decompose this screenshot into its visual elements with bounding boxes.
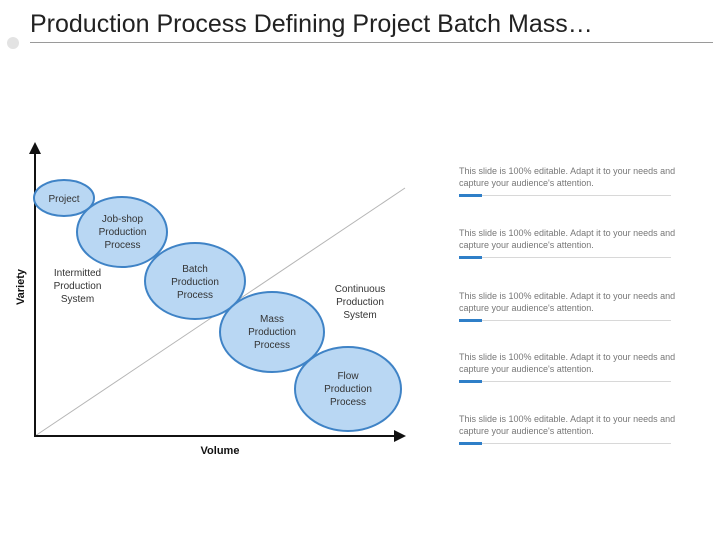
decorative-dot [7, 37, 19, 49]
side-note-accent [459, 380, 482, 383]
batch-circle [144, 242, 246, 320]
job-shop-circle [76, 196, 168, 268]
side-note-accent [459, 194, 482, 197]
side-note-3: This slide is 100% editable. Adapt it to… [459, 290, 704, 322]
side-note-5: This slide is 100% editable. Adapt it to… [459, 413, 704, 445]
flow-circle [294, 346, 402, 432]
side-note-divider [459, 256, 671, 259]
page-title: Production Process Defining Project Batc… [30, 10, 593, 38]
y-axis-label: Variety [15, 268, 27, 306]
y-axis-arrowhead [29, 142, 41, 154]
side-note-divider [459, 194, 671, 197]
side-note-text: This slide is 100% editable. Adapt it to… [459, 414, 676, 436]
circle-label-project: Project [48, 194, 80, 205]
side-note-divider [459, 442, 671, 445]
side-note-text: This slide is 100% editable. Adapt it to… [459, 352, 676, 374]
side-note-text: This slide is 100% editable. Adapt it to… [459, 166, 676, 188]
side-note-2: This slide is 100% editable. Adapt it to… [459, 227, 704, 259]
side-note-accent [459, 442, 482, 445]
side-note-divider [459, 319, 671, 322]
title-divider [30, 42, 713, 43]
x-axis-label: Volume [200, 445, 240, 457]
side-note-1: This slide is 100% editable. Adapt it to… [459, 165, 704, 197]
x-axis-arrowhead [394, 430, 406, 442]
project-circle [33, 179, 95, 217]
side-note-4: This slide is 100% editable. Adapt it to… [459, 351, 704, 383]
side-note-accent [459, 256, 482, 259]
mass-circle [219, 291, 325, 373]
side-note-text: This slide is 100% editable. Adapt it to… [459, 228, 676, 250]
side-note-text: This slide is 100% editable. Adapt it to… [459, 291, 676, 313]
side-note-divider [459, 380, 671, 383]
side-note-accent [459, 319, 482, 322]
